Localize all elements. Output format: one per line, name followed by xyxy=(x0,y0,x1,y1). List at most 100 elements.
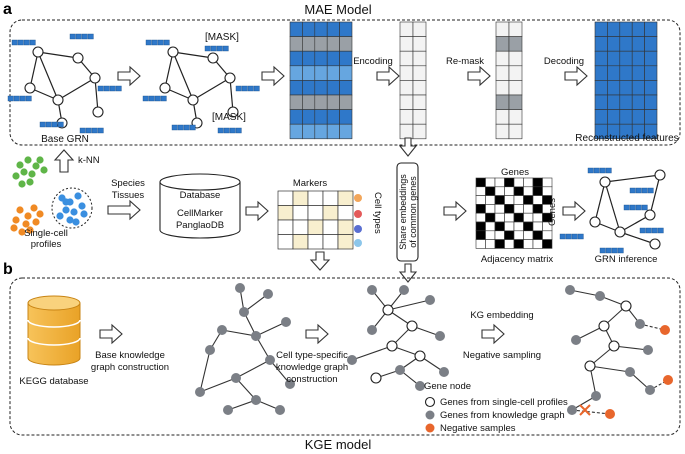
matrix-cell xyxy=(495,109,510,125)
cell-types-label: Cell types xyxy=(372,192,383,234)
cell-dot xyxy=(16,161,24,169)
kge-model-title: KGE model xyxy=(305,437,372,452)
matrix-cell xyxy=(314,80,328,96)
matrix-cell xyxy=(314,94,328,110)
gene-node-single-cell xyxy=(406,320,418,332)
gene-node-legend: Gene node Genes from single-cell profile… xyxy=(424,381,568,434)
gene-node-knowledge xyxy=(625,367,635,377)
legend-label-orange: Negative samples xyxy=(440,423,516,434)
arrow-base-kg xyxy=(305,323,329,345)
kg-edge xyxy=(387,299,431,311)
matrix-cell xyxy=(607,65,621,81)
base-grn-label: Base GRN xyxy=(41,134,89,145)
marker-cell xyxy=(307,219,324,235)
adjacency-cell xyxy=(494,195,505,205)
matrix-cell xyxy=(302,50,316,67)
matrix-cell xyxy=(631,94,645,110)
gene-node-single-cell xyxy=(370,372,382,384)
cell-dot xyxy=(62,198,70,206)
adjacency-cell xyxy=(532,230,543,240)
mask-label-bottom: [MASK] xyxy=(212,112,246,123)
matrix-cell xyxy=(508,80,523,96)
marker-cell xyxy=(292,219,309,235)
matrix-cell xyxy=(644,36,658,52)
gene-node-knowledge xyxy=(435,331,445,341)
arrow-kg-embedding xyxy=(481,323,505,345)
matrix-cell xyxy=(644,123,658,140)
matrix-cell xyxy=(326,50,340,67)
matrix-cell xyxy=(508,65,523,81)
gene-node-knowledge xyxy=(285,379,295,389)
matrix-cell xyxy=(495,21,510,37)
marker-cell xyxy=(337,205,354,221)
adjacency-cell xyxy=(523,204,534,214)
matrix-cell xyxy=(619,94,633,110)
feature-vector-icon xyxy=(7,95,32,102)
marker-cell xyxy=(307,190,324,206)
adjacency-cell xyxy=(504,177,515,188)
matrix-cell xyxy=(495,123,510,140)
matrix-cell xyxy=(412,36,427,52)
arrow-to-grn xyxy=(562,200,586,222)
celltype-kg-label-2: knowledge graph xyxy=(276,362,348,373)
adjacency-cell xyxy=(494,221,505,232)
cell-dot xyxy=(24,156,32,164)
marker-cell xyxy=(277,205,294,221)
cell-dot xyxy=(62,206,70,214)
kg-edge xyxy=(199,377,237,393)
adjacency-cell xyxy=(485,239,496,249)
matrix-cell xyxy=(412,123,427,140)
cell-dot xyxy=(20,168,28,176)
matrix-cell xyxy=(619,36,633,52)
arrow-1 xyxy=(117,65,141,87)
gene-node-knowledge xyxy=(347,355,357,365)
marker-cell xyxy=(292,234,309,250)
cell-dot xyxy=(24,212,32,220)
kg-embedding-label: KG embedding xyxy=(470,310,533,321)
adjacency-cell xyxy=(475,230,486,240)
gene-node-knowledge xyxy=(239,307,249,317)
matrix-cell xyxy=(314,123,328,140)
matrix-cell xyxy=(594,94,608,110)
adjacency-cell xyxy=(513,177,524,188)
kg-edge xyxy=(221,329,257,337)
share-label-2: of common genes xyxy=(408,176,418,248)
cell-dot xyxy=(32,218,40,226)
gene-node-single-cell xyxy=(386,340,398,352)
matrix-cell xyxy=(289,36,303,52)
matrix-cell xyxy=(607,21,621,37)
cell-dot xyxy=(12,172,20,180)
kg-edge xyxy=(589,365,631,373)
celltype-knowledge-graph xyxy=(347,285,449,391)
marker-cell xyxy=(277,219,294,235)
matrix-cell xyxy=(594,80,608,96)
gene-node-knowledge xyxy=(643,345,653,355)
gene-node-knowledge xyxy=(645,385,655,395)
matrix-cell xyxy=(594,65,608,81)
base-kg-label-2: graph construction xyxy=(91,362,169,373)
marker-cell xyxy=(307,234,324,250)
adjacency-cell xyxy=(485,230,496,240)
cell-dot xyxy=(28,170,36,178)
encoding-label: Encoding xyxy=(353,56,393,67)
matrix-cell xyxy=(619,21,633,37)
adjacency-cell xyxy=(532,212,543,223)
matrix-cell xyxy=(631,21,645,37)
gene-node-knowledge xyxy=(275,405,285,415)
adjacency-cell xyxy=(513,239,524,249)
feature-vector-icon xyxy=(639,227,664,234)
knn-arrow xyxy=(53,149,75,173)
matrix-cell xyxy=(495,36,510,52)
arrow-kegg xyxy=(99,323,123,345)
kge-model-box xyxy=(9,277,681,436)
marker-cell xyxy=(337,219,354,235)
matrix-cell xyxy=(302,80,316,96)
gene-node-knowledge xyxy=(263,289,273,299)
cell-type-icons xyxy=(354,194,362,247)
legend-label-gray: Genes from knowledge graph xyxy=(440,410,565,421)
cell-dot xyxy=(22,220,30,228)
cell-dot xyxy=(40,166,48,174)
matrix-cell xyxy=(508,21,523,37)
matrix-cell xyxy=(326,21,340,37)
